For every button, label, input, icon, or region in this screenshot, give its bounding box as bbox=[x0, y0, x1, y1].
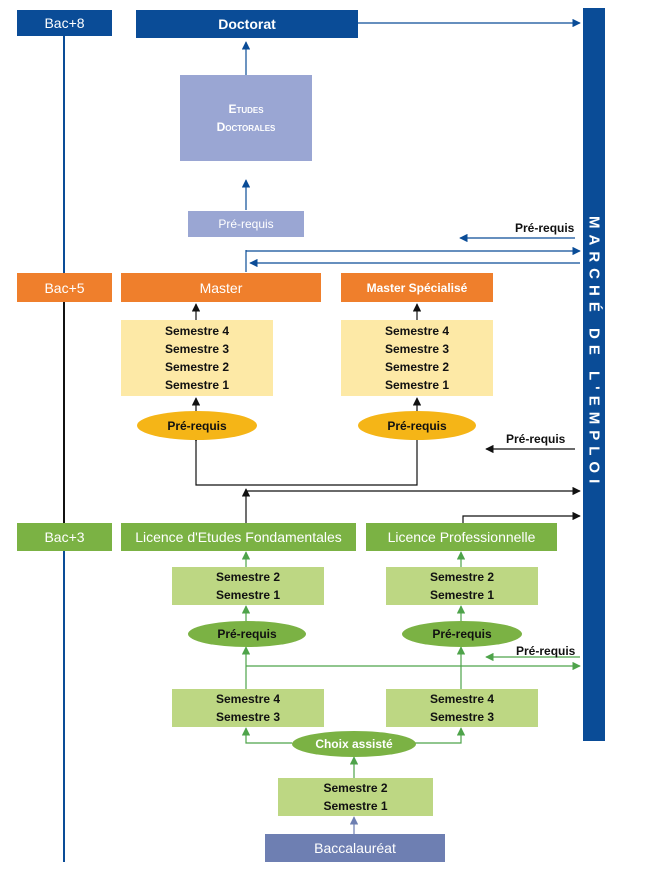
arrow-lp-to-market bbox=[462, 511, 581, 523]
master-semesters: Semestre 4 Semestre 3 Semestre 2 Semestr… bbox=[121, 320, 273, 396]
lp-upper-semesters: Semestre 2 Semestre 1 bbox=[386, 567, 538, 605]
licence-fondamentales-box: Licence d'Etudes Fondamentales bbox=[121, 523, 356, 551]
master-spec-semester: Semestre 4 bbox=[384, 324, 450, 338]
market-label: MARCHÉ DE L'EMPLOI bbox=[583, 8, 605, 741]
side-prerequis-3: Pré-requis bbox=[516, 644, 576, 658]
level-bac8: Bac+8 bbox=[17, 10, 112, 36]
lf-upper-semester: Semestre 2 bbox=[215, 570, 281, 584]
lp-upper-semester: Semestre 2 bbox=[429, 570, 495, 584]
level-bac5: Bac+5 bbox=[17, 273, 112, 302]
tronc-semester: Semestre 1 bbox=[323, 799, 388, 813]
side-prerequis-1: Pré-requis bbox=[515, 221, 575, 235]
line-choix-to-lf bbox=[241, 727, 292, 744]
etudes-line: Etudes bbox=[228, 102, 264, 116]
level-bac3: Bac+3 bbox=[17, 523, 112, 551]
master-spec-prerequis: Pré-requis bbox=[358, 411, 476, 440]
lp-lower-semester: Semestre 4 bbox=[429, 692, 495, 706]
lf-lower-semester: Semestre 4 bbox=[215, 692, 281, 706]
master-spec-semesters: Semestre 4 Semestre 3 Semestre 2 Semestr… bbox=[341, 320, 493, 396]
master-semester: Semestre 2 bbox=[164, 360, 230, 374]
prerequis-doctorat: Pré-requis bbox=[188, 211, 304, 237]
lp-lower-semesters: Semestre 4 Semestre 3 bbox=[386, 689, 538, 727]
master-semester: Semestre 1 bbox=[164, 378, 230, 392]
tronc-semester: Semestre 2 bbox=[323, 781, 388, 795]
line-prereq-bracket bbox=[195, 440, 418, 486]
lf-lower-semesters: Semestre 4 Semestre 3 bbox=[172, 689, 324, 727]
master-prerequis: Pré-requis bbox=[137, 411, 257, 440]
master-specialise-box: Master Spécialisé bbox=[341, 273, 493, 302]
lf-prerequis: Pré-requis bbox=[188, 621, 306, 647]
master-spec-semester: Semestre 2 bbox=[384, 360, 450, 374]
lf-upper-semester: Semestre 1 bbox=[215, 588, 281, 602]
lf-upper-semesters: Semestre 2 Semestre 1 bbox=[172, 567, 324, 605]
master-semester: Semestre 3 bbox=[164, 342, 230, 356]
line-choix-to-lp bbox=[415, 727, 466, 744]
master-spec-semester: Semestre 3 bbox=[384, 342, 450, 356]
lp-upper-semester: Semestre 1 bbox=[429, 588, 495, 602]
licence-professionnelle-box: Licence Professionnelle bbox=[366, 523, 557, 551]
doctorat-box: Doctorat bbox=[136, 10, 358, 38]
baccalaureat-box: Baccalauréat bbox=[265, 834, 445, 862]
lf-lower-semester: Semestre 3 bbox=[215, 710, 281, 724]
master-spec-semester: Semestre 1 bbox=[384, 378, 450, 392]
choix-assiste: Choix assisté bbox=[292, 731, 416, 757]
doctorales-line: Doctorales bbox=[216, 120, 276, 134]
etudes-doctorales-box: Etudes Doctorales bbox=[180, 75, 312, 161]
master-box: Master bbox=[121, 273, 321, 302]
lp-prerequis: Pré-requis bbox=[402, 621, 522, 647]
side-prerequis-2: Pré-requis bbox=[506, 432, 566, 446]
lp-lower-semester: Semestre 3 bbox=[429, 710, 495, 724]
master-semester: Semestre 4 bbox=[164, 324, 230, 338]
tronc-semesters: Semestre 2 Semestre 1 bbox=[278, 778, 433, 816]
